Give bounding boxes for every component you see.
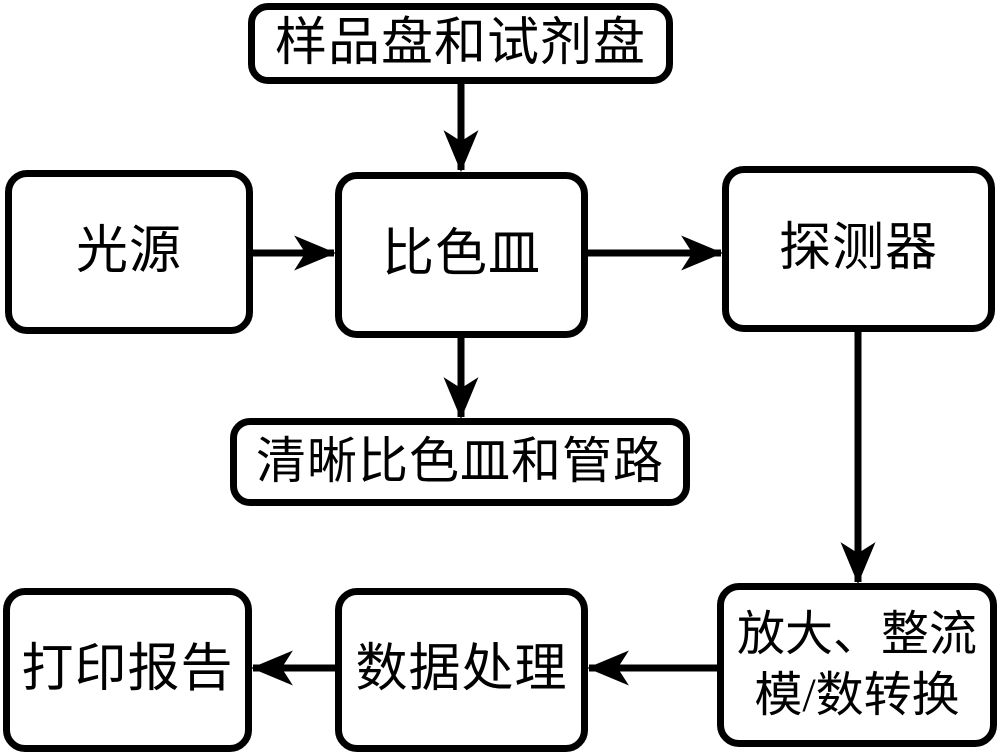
node-print-report: 打印报告	[3, 588, 252, 752]
node-sample-tray: 样品盘和试剂盘	[248, 3, 673, 84]
node-amplify-adc: 放大、整流 模/数转换	[717, 583, 997, 747]
node-detector: 探测器	[722, 166, 995, 332]
node-clean-cuvette: 清晰比色皿和管路	[230, 418, 690, 506]
node-data-processing: 数据处理	[335, 588, 588, 752]
node-clean-cuvette-label: 清晰比色皿和管路	[256, 433, 664, 490]
node-cuvette-label: 比色皿	[381, 226, 541, 284]
node-cuvette: 比色皿	[335, 172, 588, 338]
node-data-processing-label: 数据处理	[355, 641, 568, 699]
node-sample-tray-label: 样品盘和试剂盘	[274, 14, 646, 72]
node-light-source: 光源	[5, 170, 253, 334]
node-detector-label: 探测器	[778, 220, 938, 278]
node-amplify-adc-label: 放大、整流 模/数转换	[736, 607, 977, 722]
node-print-report-label: 打印报告	[21, 641, 234, 699]
node-light-source-label: 光源	[75, 223, 182, 281]
